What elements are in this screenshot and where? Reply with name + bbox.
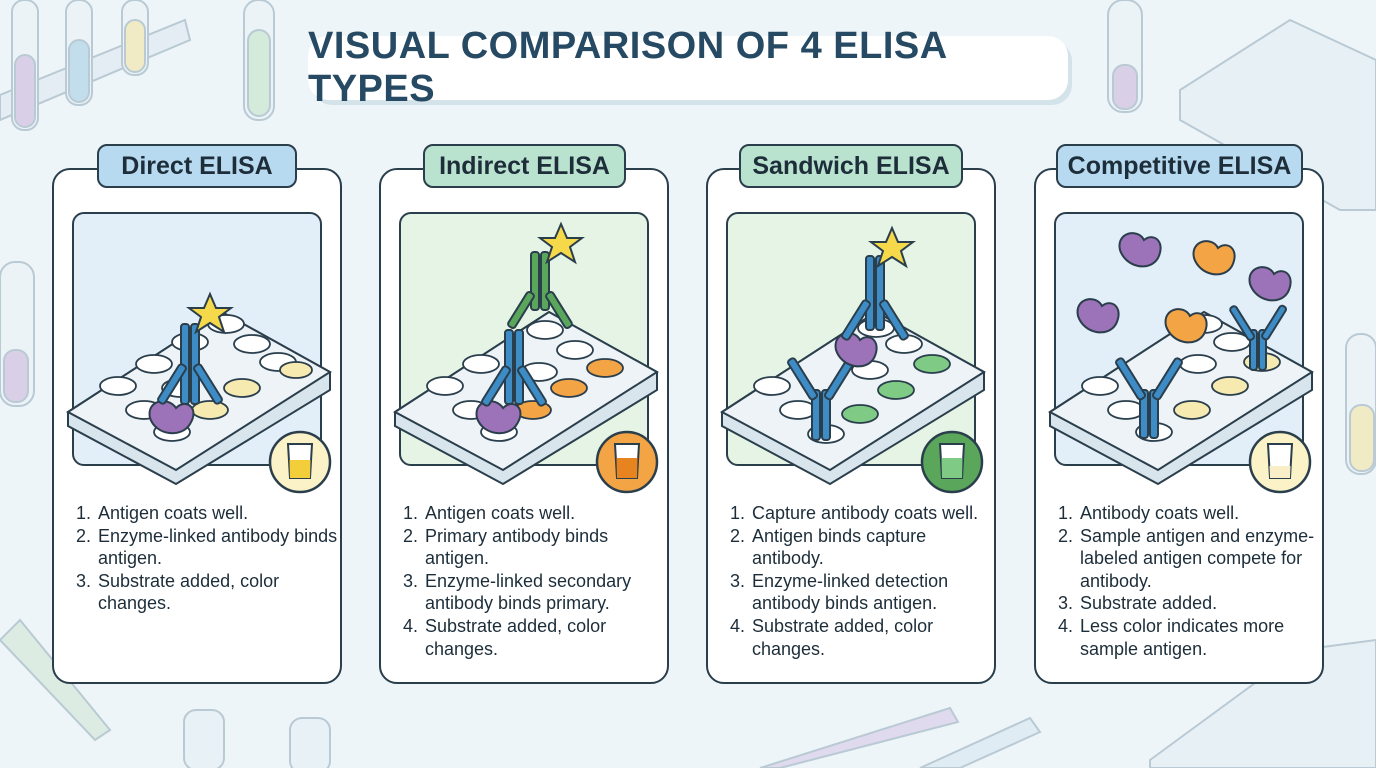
competitive-elisa-steps: 1.Antibody coats well. 2.Sample antigen … (1058, 502, 1320, 660)
header-indirect-elisa: Indirect ELISA (423, 144, 626, 188)
step-item: 3.Substrate added. (1058, 593, 1218, 614)
step-item: 1.Antibody coats well. (1058, 503, 1240, 523)
step-item: 2.Enzyme-linked antibody binds antigen. (76, 525, 338, 569)
step-item: 1.Antigen coats well. (76, 503, 249, 523)
header-direct-elisa: Direct ELISA (97, 144, 297, 188)
indirect-elisa-illustration (393, 212, 659, 494)
title-banner: VISUAL COMPARISON OF 4 ELISA TYPES (308, 25, 1068, 110)
sandwich-elisa-steps: 1.Capture antibody coats well. 2.Antigen… (730, 502, 992, 660)
step-item: 2.Sample antigen and enzyme-labeled anti… (1058, 525, 1315, 591)
competitive-elisa-illustration (1048, 212, 1314, 494)
direct-elisa-steps: 1.Antigen coats well. 2.Enzyme-linked an… (76, 502, 338, 615)
sandwich-elisa-illustration (720, 212, 986, 494)
step-item: 2.Primary antibody binds antigen. (403, 525, 609, 569)
step-item: 4.Substrate added, color changes. (403, 615, 607, 659)
step-item: 3.Substrate added, color changes. (76, 570, 280, 614)
card-competitive-elisa: 1.Antibody coats well. 2.Sample antigen … (1034, 168, 1324, 684)
step-item: 1.Antigen coats well. (403, 503, 576, 523)
card-sandwich-elisa: 1.Capture antibody coats well. 2.Antigen… (706, 168, 996, 684)
header-competitive-elisa: Competitive ELISA (1056, 144, 1303, 188)
step-item: 2.Antigen binds capture antibody. (730, 525, 927, 569)
card-direct-elisa: 1.Antigen coats well. 2.Enzyme-linked an… (52, 168, 342, 684)
card-indirect-elisa: 1.Antigen coats well. 2.Primary antibody… (379, 168, 669, 684)
header-sandwich-elisa: Sandwich ELISA (739, 144, 963, 188)
direct-elisa-illustration (66, 212, 332, 494)
page-title: VISUAL COMPARISON OF 4 ELISA TYPES (308, 25, 947, 110)
step-item: 4.Substrate added, color changes. (730, 615, 934, 659)
step-item: 4.Less color indicates more sample antig… (1058, 615, 1285, 659)
step-item: 1.Capture antibody coats well. (730, 503, 979, 523)
step-item: 3.Enzyme-linked detection antibody binds… (730, 570, 949, 614)
step-item: 3.Enzyme-linked secondary antibody binds… (403, 570, 632, 614)
indirect-elisa-steps: 1.Antigen coats well. 2.Primary antibody… (403, 502, 665, 660)
